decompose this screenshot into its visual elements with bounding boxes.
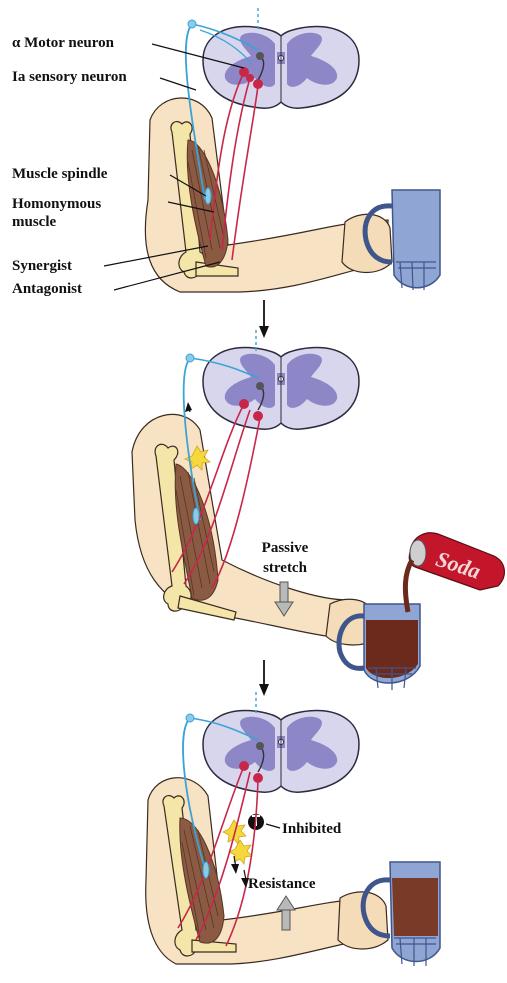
label-synergist: Synergist — [12, 258, 72, 274]
label-inhibited: Inhibited — [282, 821, 342, 837]
mug — [362, 189, 441, 291]
spinal-cord-cross-section — [202, 709, 360, 793]
label-muscle-spindle: Muscle spindle — [12, 166, 108, 182]
dorsal-root-ganglion — [187, 19, 197, 29]
arrow-down-2 — [259, 660, 269, 696]
neuron-pathways — [171, 330, 265, 589]
label-ia-sensory-neuron: Ia sensory neuron — [12, 69, 127, 85]
label-homonymous-line2: muscle — [12, 214, 57, 230]
label-homonymous-line1: Homonymous — [12, 196, 102, 212]
homonymous-muscle — [174, 463, 219, 601]
neuron-pathways — [184, 8, 265, 261]
panel-1-resting — [103, 8, 441, 293]
passive-stretch-arrow — [274, 581, 294, 617]
label-resistance: Resistance — [248, 876, 316, 892]
soda-can — [402, 532, 505, 613]
alpha-motor-neuron-body — [239, 67, 249, 77]
neuron-pathways — [177, 692, 265, 947]
alpha-motor-neuron-axon — [209, 71, 245, 241]
label-antagonist: Antagonist — [12, 281, 83, 297]
panel-3-resistance — [145, 692, 441, 966]
spinal-cord-cross-section — [202, 346, 360, 430]
soda-glass — [336, 603, 421, 690]
ia-sensory-neuron-axon — [184, 23, 206, 201]
humerus-bone — [154, 443, 237, 621]
label-passive-line1: Passive — [261, 540, 309, 556]
mug — [360, 861, 441, 966]
leader-lines — [103, 43, 245, 291]
panel-2-passive-stretch: Soda — [131, 330, 505, 690]
label-alpha-motor-neuron: α Motor neuron — [12, 35, 114, 51]
resistance-arrow — [276, 895, 296, 931]
label-passive-line2: stretch — [263, 560, 307, 576]
arrow-down-1 — [259, 300, 269, 338]
spinal-cord-cross-section — [202, 25, 360, 109]
stretch-star — [183, 445, 211, 471]
